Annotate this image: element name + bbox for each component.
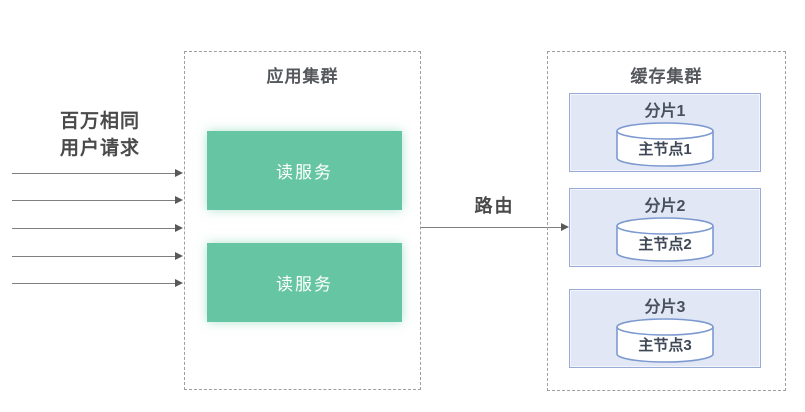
arrow-shaft bbox=[12, 173, 176, 174]
database-cylinder-icon: 主节点3 bbox=[615, 317, 715, 363]
shard-box-1: 分片1 主节点1 bbox=[569, 93, 761, 172]
incoming-requests-line2: 用户请求 bbox=[59, 138, 140, 159]
arrow-shaft bbox=[12, 200, 176, 201]
cache-cluster-title: 缓存集群 bbox=[630, 67, 703, 86]
arrow-shaft bbox=[12, 256, 176, 257]
arrow-shaft bbox=[12, 283, 176, 284]
read-service-box-1: 读服务 bbox=[207, 131, 402, 210]
arrow-shaft bbox=[421, 227, 561, 228]
request-arrow bbox=[12, 196, 183, 205]
incoming-requests-line1: 百万相同 bbox=[59, 111, 140, 132]
database-cylinder-icon: 主节点2 bbox=[615, 216, 715, 262]
request-arrow bbox=[12, 252, 183, 261]
app-cluster-title: 应用集群 bbox=[266, 67, 339, 86]
arrow-shaft bbox=[12, 228, 176, 229]
route-arrow bbox=[421, 223, 569, 232]
database-cylinder-icon bbox=[616, 122, 714, 167]
arrowhead-icon bbox=[175, 224, 183, 232]
arrowhead-icon bbox=[175, 252, 183, 260]
database-cylinder-icon bbox=[616, 318, 714, 363]
database-cylinder-icon bbox=[616, 217, 714, 262]
shard-label: 分片2 bbox=[644, 198, 686, 215]
database-cylinder-icon: 主节点1 bbox=[615, 121, 715, 167]
incoming-requests-label: 百万相同 用户请求 bbox=[30, 108, 170, 162]
arrowhead-icon bbox=[175, 169, 183, 177]
read-service-label: 读服务 bbox=[276, 163, 333, 182]
app-cluster-box: 应用集群 bbox=[184, 51, 421, 390]
master-node-label: 主节点3 bbox=[638, 337, 692, 354]
shard-label: 分片3 bbox=[644, 299, 686, 316]
request-arrow bbox=[12, 169, 183, 178]
shard-box-3: 分片3 主节点3 bbox=[569, 289, 761, 368]
cache-cluster-box: 缓存集群 bbox=[547, 51, 786, 391]
request-arrow bbox=[12, 224, 183, 233]
read-service-label: 读服务 bbox=[276, 275, 333, 294]
master-node-label: 主节点2 bbox=[638, 236, 692, 253]
read-service-box-2: 读服务 bbox=[207, 243, 402, 322]
request-arrow bbox=[12, 279, 183, 288]
master-node-label: 主节点1 bbox=[638, 141, 692, 158]
arrowhead-icon bbox=[175, 196, 183, 204]
shard-box-2: 分片2 主节点2 bbox=[569, 188, 761, 267]
arrowhead-icon bbox=[561, 223, 569, 231]
arrowhead-icon bbox=[175, 279, 183, 287]
shard-label: 分片1 bbox=[644, 103, 686, 120]
route-label: 路由 bbox=[474, 196, 515, 216]
